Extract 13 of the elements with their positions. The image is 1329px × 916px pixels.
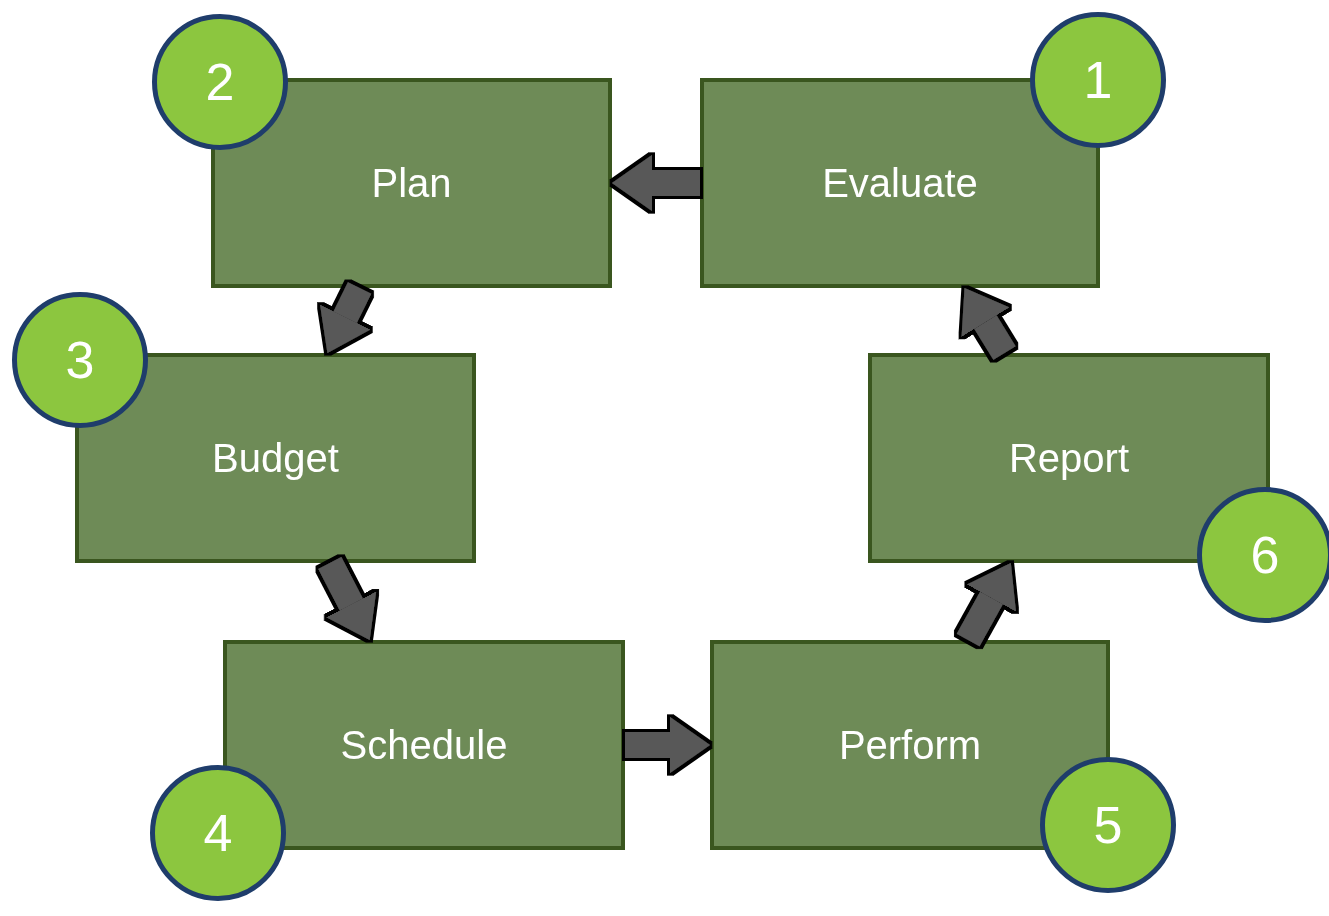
step-label: Perform (838, 722, 982, 768)
step-number: 2 (205, 52, 235, 112)
step-number: 6 (1250, 525, 1280, 585)
block-arrow (320, 282, 372, 353)
step-number: 5 (1093, 795, 1123, 855)
step-label: Evaluate (822, 160, 978, 206)
step-number: 4 (203, 803, 233, 863)
step-label: Report (1008, 435, 1130, 481)
step-number: 3 (65, 330, 95, 390)
step-number: 1 (1083, 50, 1113, 110)
step-label: Budget (212, 435, 339, 481)
step-label: Schedule (340, 722, 508, 768)
step-label: Plan (371, 160, 452, 206)
